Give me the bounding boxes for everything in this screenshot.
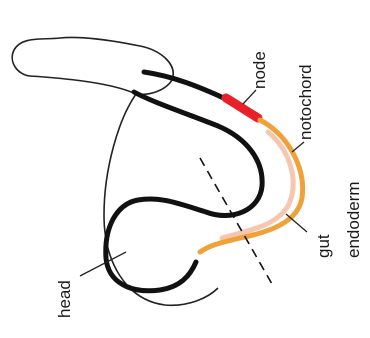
gut-endoderm-leader-line: [286, 214, 307, 232]
endoderm-label: endoderm: [344, 181, 363, 258]
body-head-outline: [106, 92, 262, 291]
notochord-label: notochord: [296, 64, 315, 140]
head-leader-line: [80, 252, 126, 276]
gut-label: gut: [314, 234, 333, 258]
notochord-leader-line: [292, 142, 304, 152]
dorsal-outline-upper: [144, 72, 228, 100]
node-shape: [226, 98, 258, 118]
head-label: head: [55, 280, 74, 318]
yolk-sac-outline: [12, 37, 173, 94]
node-label: node: [250, 51, 269, 89]
node-leader-line: [243, 90, 256, 104]
